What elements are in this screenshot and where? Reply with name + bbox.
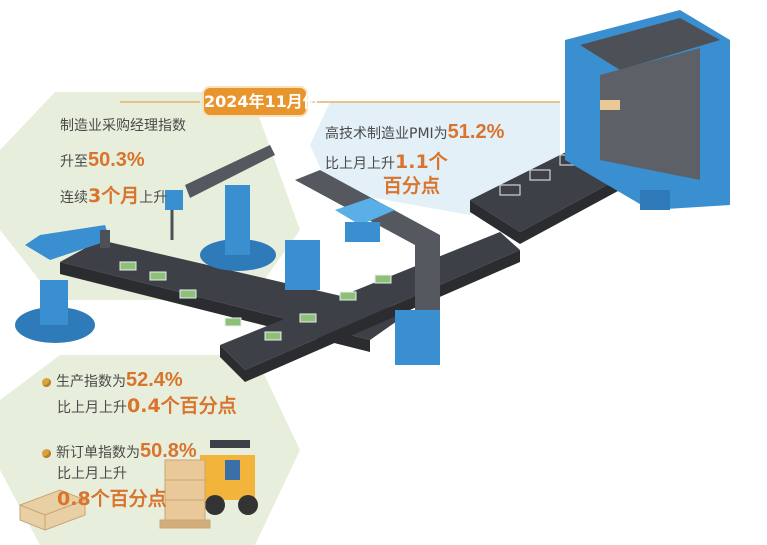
production-change-prefix: 比上月上升	[57, 400, 127, 416]
hightech-line: 高技术制造业PMI为51.2%	[325, 122, 504, 142]
hightech-change-unit: 百分点	[383, 175, 441, 197]
forklift	[200, 440, 258, 515]
belt-products	[119, 261, 392, 341]
robot-arm-left	[15, 225, 110, 343]
robot-arm-center	[165, 145, 276, 271]
pmi-prefix: 升至	[60, 154, 88, 170]
production-change-line: 比上月上升0.4个百分点	[57, 397, 237, 416]
production-change-value: 0.4个百分点	[127, 395, 237, 417]
date-banner: 2024年11月份	[204, 92, 319, 111]
pmi-value: 50.3%	[88, 149, 145, 171]
bullet-icon	[42, 377, 51, 387]
production-line: 生产指数为52.4%	[42, 370, 183, 390]
gantry-machine	[285, 170, 440, 365]
conveyor-belt-middle	[220, 232, 520, 382]
pmi-label: 制造业采购经理指数	[60, 118, 186, 134]
production-prefix: 生产指数为	[56, 374, 126, 390]
new-orders-change-value: 0.8个百分点	[57, 488, 167, 510]
new-orders-change-label: 比上月上升	[57, 466, 127, 482]
bullet-icon	[42, 448, 51, 458]
hightech-change-line: 比上月上升1.1个	[325, 153, 448, 172]
hightech-unit-line: 百分点	[383, 177, 440, 196]
hightech-change-value: 1.1个	[395, 151, 448, 173]
hightech-value: 51.2%	[447, 121, 505, 143]
hightech-prefix: 高技术制造业PMI为	[325, 126, 448, 142]
date-banner-background	[204, 88, 306, 115]
new-orders-value: 50.8%	[140, 440, 197, 462]
production-value: 52.4%	[126, 369, 183, 391]
new-orders-line: 新订单指数为50.8%	[42, 441, 197, 461]
new-orders-change-line: 0.8个百分点	[57, 490, 167, 509]
hightech-change-prefix: 比上月上升	[325, 156, 395, 172]
packaging-machine	[565, 10, 730, 210]
pmi-trend-line: 连续3个月上升	[60, 187, 167, 206]
pmi-trend-prefix: 连续	[60, 190, 88, 206]
new-orders-prefix: 新订单指数为	[56, 445, 140, 461]
pmi-trend-months: 3个月	[88, 185, 140, 207]
pmi-trend-suffix: 上升	[139, 190, 168, 206]
pallet-boxes	[18, 489, 87, 531]
box-stack	[159, 459, 211, 529]
pmi-value-line: 升至50.3%	[60, 150, 145, 170]
